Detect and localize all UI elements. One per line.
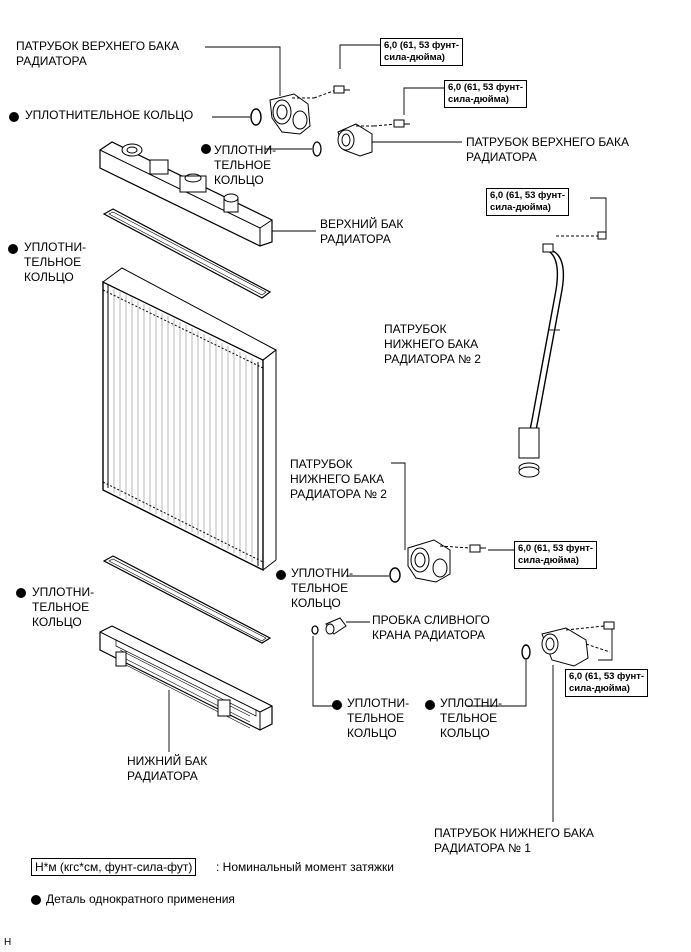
torque-box-3: 6,0 (61, 53 фунт- сила-дюйма) — [486, 188, 570, 216]
legend-torque-unit: Н*м (кгс*см, фунт-сила-фут) — [31, 858, 197, 876]
leader-lines — [168, 44, 613, 822]
label-upper-tank: ВЕРХНИЙ БАК РАДИАТОРА — [320, 217, 404, 246]
label-oring-top-mid: УПЛОТНИ- ТЕЛЬНОЕ КОЛЬЦО — [214, 143, 277, 187]
non-reusable-marker — [332, 700, 342, 710]
torque-box-1: 6,0 (61, 53 фунт- сила-дюйма) — [380, 38, 464, 66]
upper-hose-part-a — [269, 85, 350, 135]
label-upper-hose-right: ПАТРУБОК ВЕРХНЕГО БАКА РАДИАТОРА — [466, 135, 630, 164]
upper-tank — [99, 141, 273, 247]
legend-torque-desc: : Номинальный момент затяжки — [216, 860, 394, 874]
label-oring-mid-right: УПЛОТНИ- ТЕЛЬНОЕ КОЛЬЦО — [291, 566, 354, 610]
non-reusable-marker — [9, 112, 19, 122]
label-gasket-upper-left: УПЛОТНИ- ТЕЛЬНОЕ КОЛЬЦО — [24, 240, 87, 284]
drain-plug-part — [325, 617, 347, 635]
lower-pipe-no2-part — [518, 231, 607, 478]
oring-mid-right-part — [389, 567, 401, 583]
label-gasket-lower-left: УПЛОТНИ- ТЕЛЬНОЕ КОЛЬЦО — [32, 585, 95, 629]
non-reusable-marker — [16, 588, 26, 598]
torque-box-2: 6,0 (61, 53 фунт- сила-дюйма) — [444, 80, 528, 108]
label-oring-top-left: УПЛОТНИТЕЛЬНОЕ КОЛЬЦО — [25, 108, 194, 122]
lower-hose-no1-part — [541, 621, 615, 667]
legend-non-reusable-marker — [31, 895, 41, 905]
oring-top-mid-part — [312, 141, 322, 157]
upper-hose-part-b — [337, 119, 462, 157]
non-reusable-marker — [201, 144, 211, 154]
torque-box-5: 6,0 (61, 53 фунт- сила-дюйма) — [565, 669, 649, 697]
non-reusable-marker — [425, 700, 435, 710]
non-reusable-marker — [8, 244, 18, 254]
non-reusable-marker — [276, 570, 286, 580]
label-lower-hose-no2: ПАТРУБОК НИЖНЕГО БАКА РАДИАТОРА № 2 — [290, 457, 387, 501]
oring-top-left-part — [250, 108, 262, 126]
label-lower-hose-no1: ПАТРУБОК НИЖНЕГО БАКА РАДИАТОРА № 1 — [434, 826, 594, 855]
legend-non-reusable: Деталь однократного применения — [46, 892, 235, 906]
oring-drain-part — [311, 625, 319, 635]
torque-box-4: 6,0 (61, 53 фунт- сила-дюйма) — [514, 541, 598, 569]
label-drain-plug: ПРОБКА СЛИВНОГО КРАНА РАДИАТОРА — [372, 613, 490, 642]
label-oring-bottom-b: УПЛОТНИ- ТЕЛЬНОЕ КОЛЬЦО — [440, 696, 503, 740]
label-oring-bottom-a: УПЛОТНИ- ТЕЛЬНОЕ КОЛЬЦО — [347, 696, 410, 740]
oring-lower-right-part — [521, 644, 531, 660]
footer-code: Н — [4, 937, 12, 948]
radiator-core — [102, 267, 277, 572]
lower-hose-no2-part — [407, 539, 486, 583]
lower-tank — [99, 625, 273, 731]
label-lower-pipe-no2: ПАТРУБОК НИЖНЕГО БАКА РАДИАТОРА № 2 — [384, 322, 481, 366]
label-upper-hose-upper-left: ПАТРУБОК ВЕРХНЕГО БАКА РАДИАТОРА — [16, 39, 180, 68]
upper-gasket — [102, 208, 272, 299]
lower-gasket — [102, 555, 272, 644]
label-lower-tank: НИЖНИЙ БАК РАДИАТОРА — [127, 754, 208, 783]
